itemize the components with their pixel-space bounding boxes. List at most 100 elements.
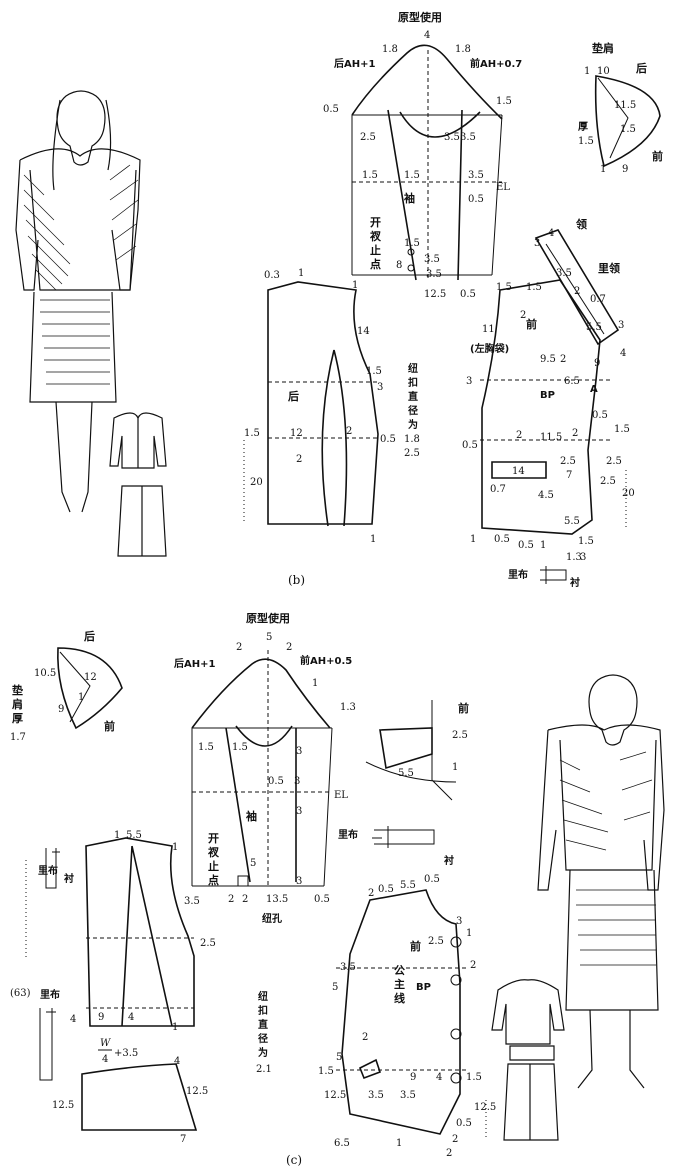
- svg-text:4: 4: [424, 30, 430, 41]
- svg-text:里领: 里领: [598, 261, 620, 275]
- svg-text:0.5: 0.5: [380, 434, 396, 445]
- svg-text:1.5: 1.5: [366, 366, 382, 377]
- svg-text:2.5: 2.5: [452, 730, 468, 741]
- svg-text:后: 后: [636, 61, 647, 75]
- svg-text:3.5: 3.5: [468, 170, 484, 181]
- svg-text:2: 2: [242, 894, 248, 905]
- shoulder-pad-c: 后 前 10.5 12 1 9 垫 肩 厚 1.7: [10, 629, 123, 743]
- svg-text:里布: 里布: [38, 864, 58, 877]
- svg-text:衬: 衬: [444, 854, 454, 867]
- svg-text:2: 2: [574, 286, 580, 297]
- svg-text:14: 14: [357, 326, 370, 337]
- svg-text:2.5: 2.5: [360, 132, 376, 143]
- svg-text:10: 10: [597, 66, 610, 77]
- svg-text:2.5: 2.5: [560, 456, 576, 467]
- figure-b-mini-jacket: [109, 412, 167, 557]
- svg-text:径: 径: [258, 1032, 268, 1045]
- svg-text:9.5: 9.5: [540, 354, 556, 365]
- svg-text:3.5: 3.5: [340, 962, 356, 973]
- svg-text:5: 5: [332, 982, 338, 993]
- svg-text:3: 3: [294, 776, 300, 787]
- svg-text:领: 领: [575, 217, 587, 231]
- shoulder-pad-b: 垫肩 后 前 1 10 11.5 厚 1.5 1.5 1 9: [578, 41, 663, 175]
- svg-text:BP: BP: [416, 982, 431, 993]
- svg-text:2: 2: [286, 642, 292, 653]
- svg-text:止: 止: [208, 859, 219, 873]
- lining-detail-b: 里布 衬: [508, 566, 580, 589]
- svg-text:1.5: 1.5: [496, 282, 512, 293]
- svg-text:3: 3: [296, 806, 302, 817]
- svg-text:9: 9: [58, 704, 64, 715]
- svg-text:2: 2: [520, 310, 526, 321]
- svg-text:9: 9: [622, 164, 628, 175]
- svg-text:3: 3: [296, 746, 302, 757]
- svg-text:9: 9: [98, 1012, 104, 1023]
- svg-text:1: 1: [540, 540, 546, 551]
- svg-text:1: 1: [452, 762, 458, 773]
- svg-text:3.5: 3.5: [400, 1090, 416, 1101]
- svg-text:扣: 扣: [258, 1004, 268, 1017]
- svg-text:为: 为: [258, 1046, 268, 1059]
- figure-b-jacket-illustration: [15, 90, 141, 513]
- svg-text:1: 1: [312, 678, 318, 689]
- svg-text:W: W: [100, 1038, 111, 1049]
- svg-text:2: 2: [516, 430, 522, 441]
- svg-text:0.5: 0.5: [518, 540, 534, 551]
- svg-text:1: 1: [466, 928, 472, 939]
- svg-text:5.5: 5.5: [126, 830, 142, 841]
- svg-text:3: 3: [534, 238, 540, 249]
- back-body-c: 1 5.5 1 3.5 2.5 9 4 4 1: [25, 830, 216, 1033]
- svg-text:1.5: 1.5: [496, 96, 512, 107]
- svg-text:1: 1: [172, 842, 178, 853]
- svg-text:1.5: 1.5: [232, 742, 248, 753]
- svg-text:3: 3: [296, 876, 302, 887]
- svg-text:1.8: 1.8: [404, 434, 420, 445]
- svg-text:肩: 肩: [12, 697, 23, 711]
- svg-text:开: 开: [208, 832, 219, 845]
- svg-text:4: 4: [548, 228, 554, 239]
- svg-text:开: 开: [370, 216, 381, 229]
- svg-text:0.7: 0.7: [590, 294, 606, 305]
- svg-text:9: 9: [410, 1072, 416, 1083]
- svg-text:3: 3: [580, 552, 586, 563]
- svg-text:线: 线: [394, 991, 405, 1005]
- svg-text:1.5: 1.5: [318, 1066, 334, 1077]
- svg-text:1: 1: [470, 534, 476, 545]
- svg-text:1.5: 1.5: [620, 124, 636, 135]
- svg-text:BP: BP: [540, 390, 555, 401]
- svg-text:2.5: 2.5: [600, 476, 616, 487]
- svg-text:纽孔: 纽孔: [262, 912, 282, 925]
- svg-text:0.3: 0.3: [264, 270, 280, 281]
- svg-text:点: 点: [208, 873, 219, 887]
- svg-text:0.5: 0.5: [494, 534, 510, 545]
- svg-text:1.5: 1.5: [244, 428, 260, 439]
- svg-text:3: 3: [618, 320, 624, 331]
- svg-text:3.5: 3.5: [424, 254, 440, 265]
- svg-text:2: 2: [446, 1148, 452, 1159]
- svg-text:EL: EL: [334, 790, 348, 801]
- svg-text:3: 3: [456, 916, 462, 927]
- svg-text:2: 2: [228, 894, 234, 905]
- svg-text:11.5: 11.5: [540, 432, 562, 443]
- svg-text:袖: 袖: [404, 191, 415, 205]
- svg-text:3.5: 3.5: [556, 268, 572, 279]
- svg-text:1.7: 1.7: [10, 732, 26, 743]
- svg-text:0.5: 0.5: [592, 410, 608, 421]
- svg-text:1.5: 1.5: [404, 238, 420, 249]
- svg-text:7: 7: [566, 470, 572, 481]
- cuff-detail-c: 前 2.5 5.5 1: [365, 700, 469, 801]
- front-body-c: 2 0.5 5.5 0.5 3 2.5 1 前 2 3.5 公 主 线 BP 5…: [318, 874, 496, 1159]
- svg-text:2.5: 2.5: [200, 938, 216, 949]
- figure-c-mini-jacket: [491, 979, 565, 1141]
- svg-text:原型使用: 原型使用: [246, 611, 290, 625]
- svg-text:1: 1: [352, 280, 358, 291]
- svg-text:主: 主: [394, 977, 405, 991]
- svg-text:3.5: 3.5: [426, 269, 442, 280]
- svg-text:1: 1: [298, 268, 304, 279]
- svg-text:4: 4: [70, 1014, 76, 1025]
- svg-text:13.5: 13.5: [266, 894, 288, 905]
- collar-b: 领 里领 3 4 3.5 2 0.7 5.5 3 4: [534, 217, 626, 359]
- svg-text:3.5: 3.5: [368, 1090, 384, 1101]
- svg-text:径: 径: [408, 404, 418, 417]
